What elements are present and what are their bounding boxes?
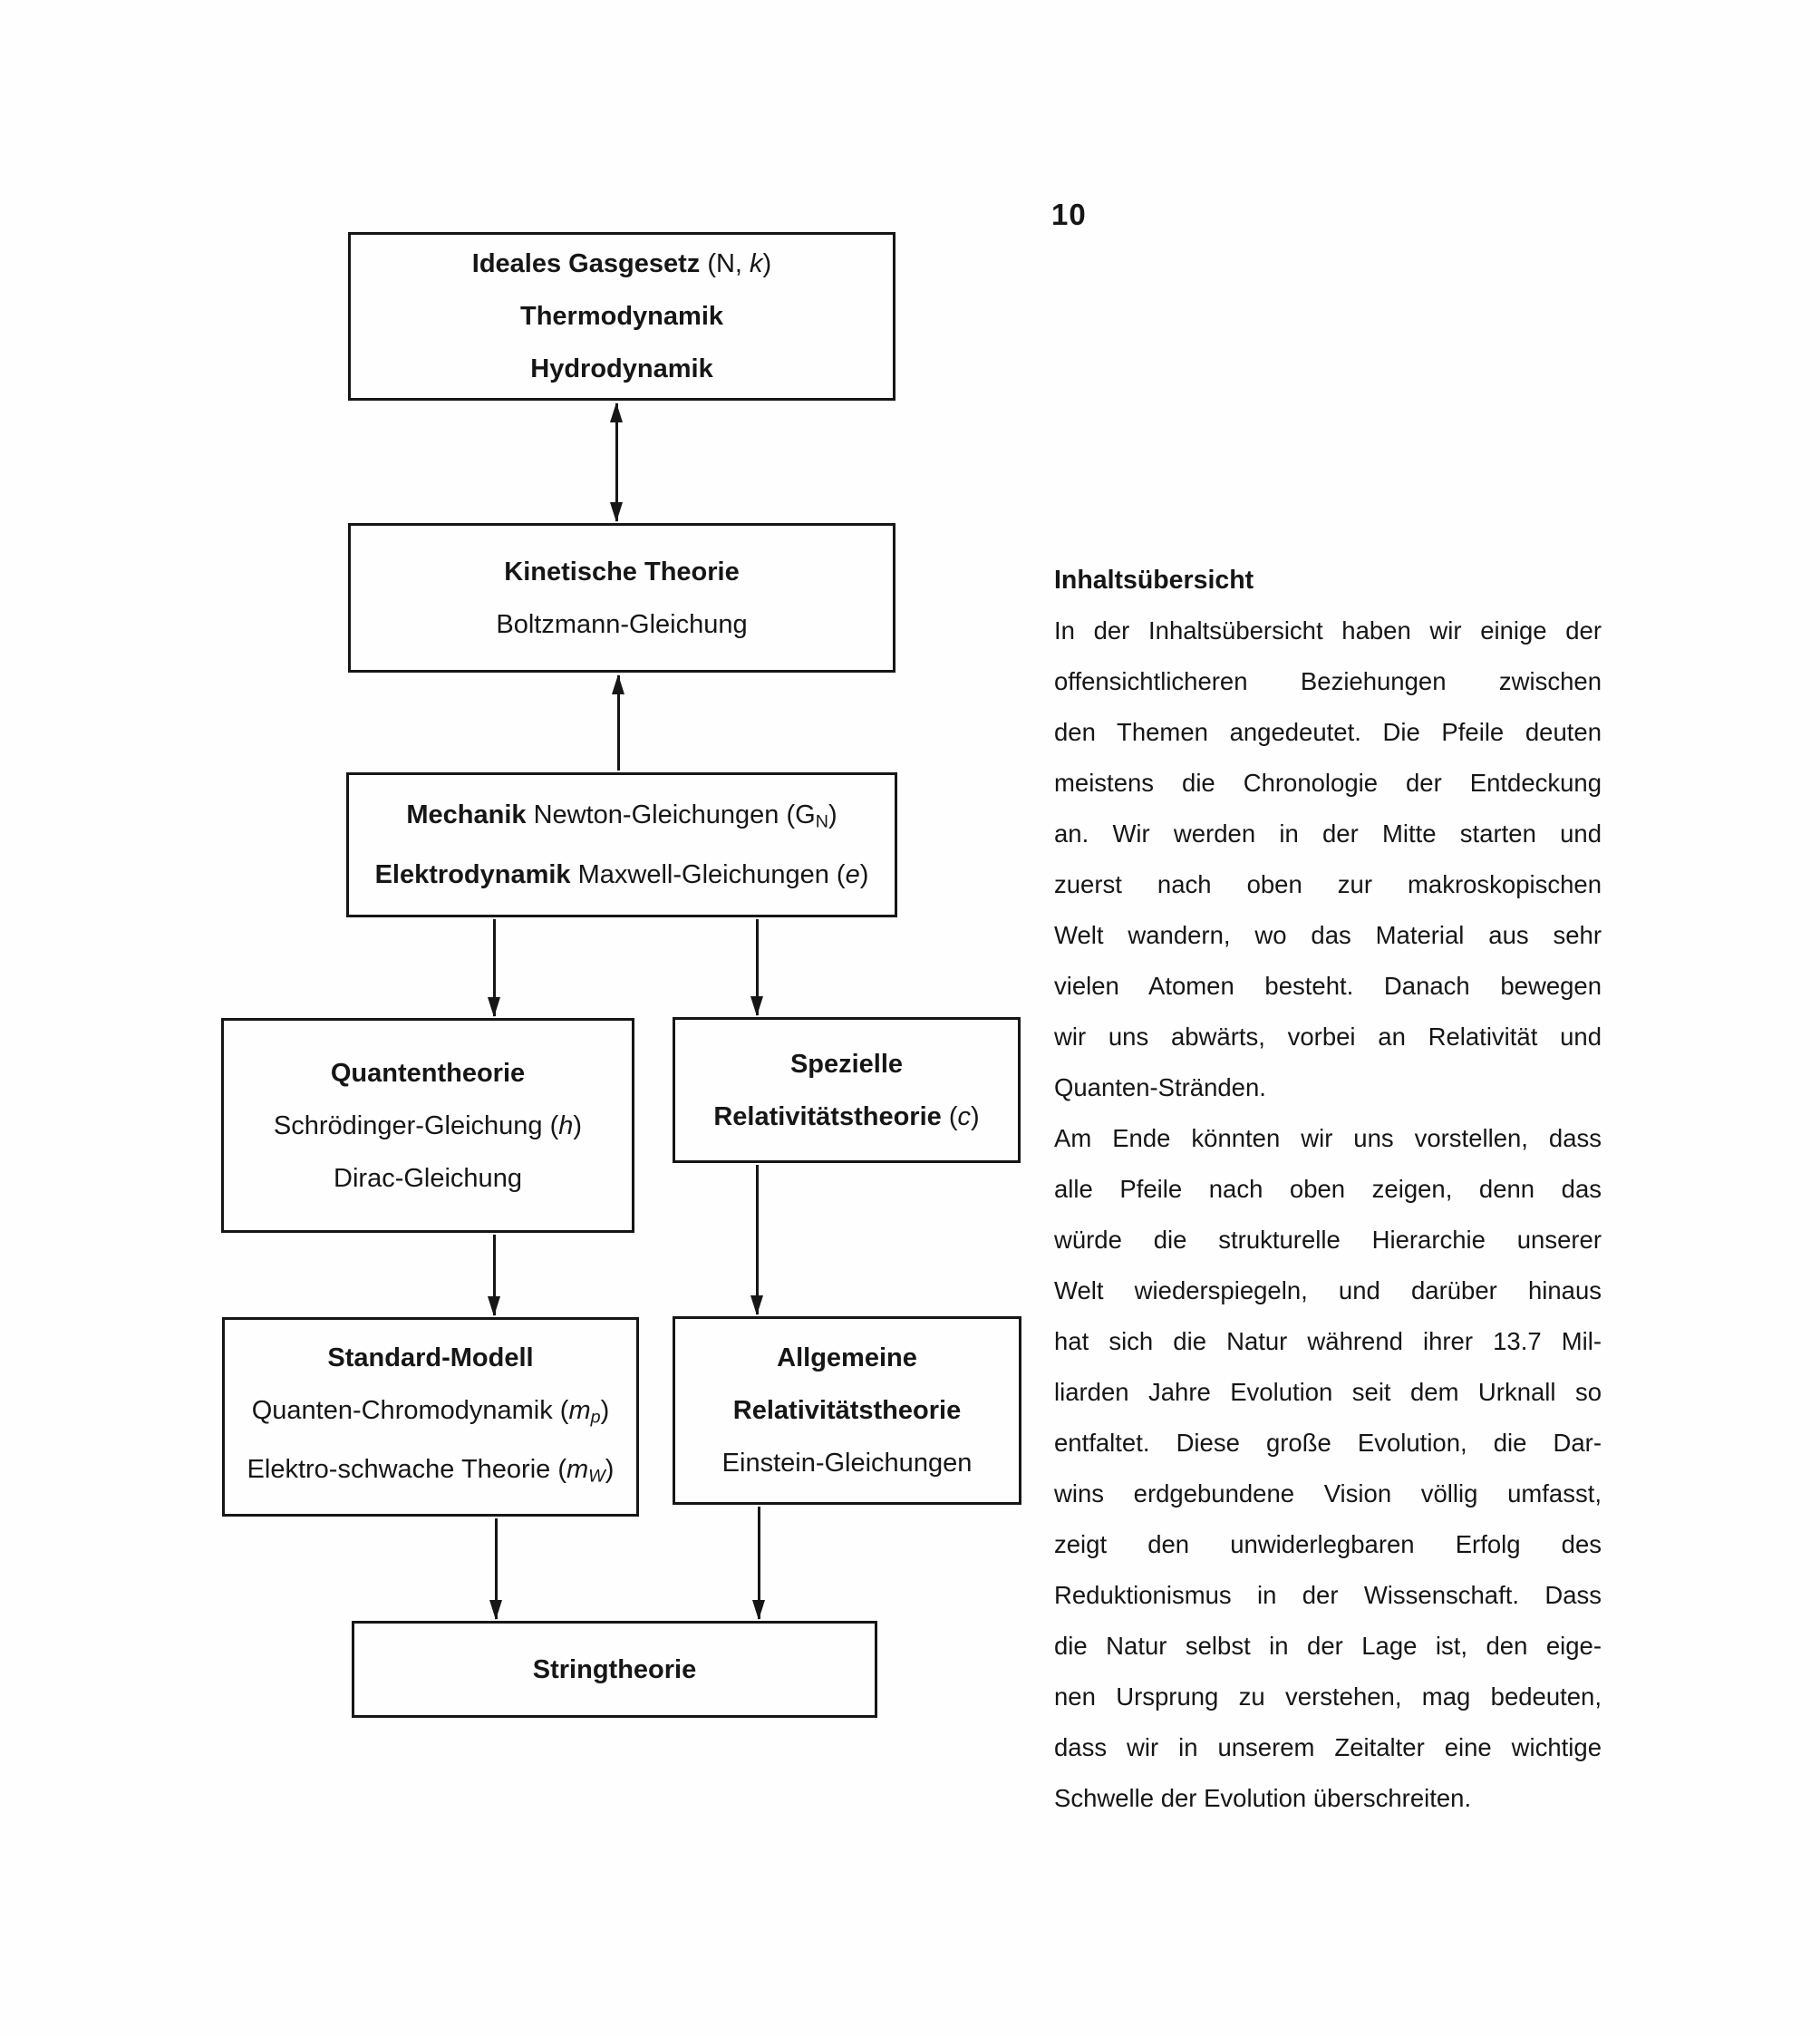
text-line: wir uns abwärts, vorbei an Relativität u… [1054, 1023, 1602, 1051]
text-line: offensichtlicheren Beziehungen zwischen [1054, 667, 1602, 695]
box-text-line: Relativitätstheorie [732, 1396, 962, 1425]
text-line: wins erdgebundene Vision völlig umfasst, [1054, 1479, 1602, 1508]
box-text-line: Standard-Modell [327, 1343, 534, 1372]
page-number: 10 [1051, 198, 1087, 231]
body-text: In der Inhaltsübersicht haben wir einige… [1054, 606, 1602, 1824]
arrow-ideales-gasgesetz-kinetische-theorie [607, 403, 625, 521]
box-text-line: Mechanik Newton-Gleichungen (GN) [406, 800, 837, 832]
text-line: alle Pfeile nach oben zeigen, denn das [1054, 1175, 1602, 1203]
text-line: liarden Jahre Evolution seit dem Urknall… [1054, 1378, 1602, 1406]
box-text-line: Kinetische Theorie [504, 557, 740, 587]
box-text-line: Dirac-Gleichung [334, 1163, 522, 1193]
arrow-mechanik-to-quantentheorie [485, 919, 503, 1016]
arrow-mechanik-to-spezielle-relativitaetstheorie [748, 919, 766, 1015]
text-line: Am Ende könnten wir uns vorstellen, dass [1054, 1124, 1602, 1152]
text-line: den Themen angedeutet. Die Pfeile deuten [1054, 718, 1602, 746]
box-text-line: Elektro-schwache Theorie (mW) [247, 1455, 615, 1487]
section-heading: Inhaltsübersicht [1054, 566, 1254, 595]
content-overview-text: Inhaltsübersicht In der Inhaltsübersicht… [1054, 555, 1602, 1824]
arrow-shaft [757, 1507, 760, 1619]
text-line: Reduktionismus in der Wissenschaft. Dass [1054, 1581, 1602, 1609]
box-text-line: Quantentheorie [330, 1058, 526, 1088]
text-line: In der Inhaltsübersicht haben wir einige… [1054, 616, 1602, 645]
arrow-allgemeine-to-stringtheorie [750, 1507, 768, 1619]
box-text-line: Hydrodynamik [530, 354, 713, 383]
box-text-line: Boltzmann-Gleichung [496, 609, 748, 639]
arrow-shaft [755, 1165, 759, 1314]
text-line: würde die strukturelle Hierarchie unsere… [1054, 1226, 1602, 1254]
text-line: Schwelle der Evolution überschreiten. [1054, 1784, 1472, 1812]
arrow-shaft [492, 919, 496, 1016]
box-text-line: Schrödinger-Gleichung (h) [273, 1110, 583, 1140]
arrow-mechanik-to-kinetische-theorie [609, 675, 627, 771]
box-text-line: Allgemeine [777, 1343, 917, 1372]
box-mechanik-elektrodynamik: Mechanik Newton-Gleichungen (GN) Elektrod… [346, 772, 897, 917]
text-line: nen Ursprung zu verstehen, mag bedeuten, [1054, 1682, 1602, 1711]
text-line: hat sich die Natur während ihrer 13.7 Mi… [1054, 1327, 1602, 1355]
text-line: zeigt den unwiderlegbaren Erfolg des [1054, 1530, 1602, 1558]
arrow-shaft [755, 919, 759, 1015]
text-line: Quanten-Stränden. [1054, 1073, 1266, 1101]
box-stringtheorie: Stringtheorie [352, 1621, 877, 1718]
arrow-shaft [615, 403, 618, 521]
arrow-standard-modell-to-stringtheorie [487, 1518, 505, 1619]
box-text-line: Quanten-Chromodynamik (mp) [251, 1395, 610, 1427]
box-text-line: Spezielle [789, 1049, 904, 1079]
box-text-line: Relativitätstheorie (c) [713, 1101, 980, 1131]
text-line: meistens die Chronologie der Entdeckung [1054, 769, 1602, 797]
text-line: vielen Atomen besteht. Danach bewegen [1054, 972, 1602, 1000]
text-line: entfaltet. Diese große Evolution, die Da… [1054, 1429, 1602, 1457]
box-text-line: Stringtheorie [532, 1654, 697, 1684]
box-text-line: Thermodynamik [520, 302, 723, 331]
box-text-line: Elektrodynamik Maxwell-Gleichungen (e) [374, 859, 869, 889]
text-line: die Natur selbst in der Lage ist, den ei… [1054, 1632, 1602, 1660]
arrow-quantentheorie-to-standard-modell [485, 1235, 503, 1315]
arrow-shaft [616, 675, 620, 771]
box-text-line: Ideales Gasgesetz (N, k) [471, 249, 772, 278]
text-line: Welt wandern, wo das Material aus sehr [1054, 921, 1602, 949]
text-line: dass wir in unserem Zeitalter eine wicht… [1054, 1733, 1602, 1761]
box-text-line: Einstein-Gleichungen [721, 1449, 973, 1478]
arrow-spezielle-to-allgemeine-relativitaetstheorie [748, 1165, 766, 1314]
text-line: Welt wiederspiegeln, und darüber hinaus [1054, 1276, 1602, 1304]
text-line: zuerst nach oben zur makroskopischen [1054, 870, 1602, 898]
arrow-shaft [492, 1235, 496, 1315]
text-line: an. Wir werden in der Mitte starten und [1054, 819, 1602, 848]
arrow-shaft [494, 1518, 498, 1619]
